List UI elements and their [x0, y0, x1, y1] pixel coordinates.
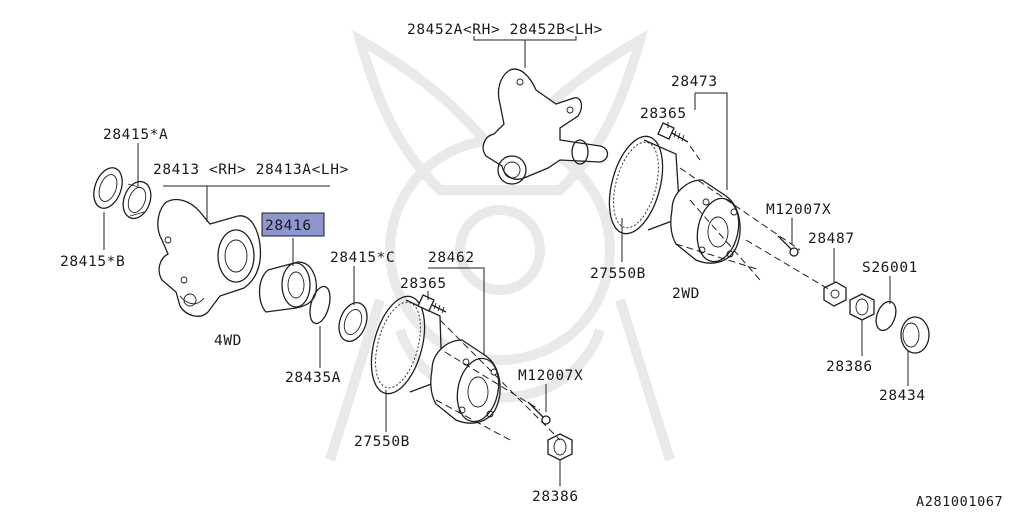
label-28452: 28452A<RH> 28452B<LH>: [407, 22, 603, 38]
label-2wd: 2WD: [672, 286, 700, 302]
label-28435A: 28435A: [285, 370, 341, 386]
seal-28415A: [122, 180, 152, 220]
hub-28473: [670, 179, 741, 264]
housing-28413: [157, 198, 262, 317]
axis-2wd: [675, 145, 831, 291]
label-27550B-top: 27550B: [590, 266, 646, 282]
seal-28415C: [338, 302, 368, 342]
ring-S26001: [875, 300, 897, 332]
axis-4wd: [435, 319, 561, 441]
screw-M12007X-bottom: [527, 401, 551, 425]
knuckle-28452: [482, 68, 609, 185]
label-28415B: 28415*B: [60, 254, 125, 270]
seal-28415B: [93, 167, 123, 209]
nut-28386-right: [849, 293, 875, 321]
screw-M12007X-top: [777, 235, 799, 257]
highlight-28416: [261, 212, 325, 237]
snap-ring-28435A: [309, 285, 331, 325]
label-28462: 28462: [428, 250, 475, 266]
label-28415A: 28415*A: [103, 127, 168, 143]
label-27550B-bottom: 27550B: [354, 434, 410, 450]
label-28386-right: 28386: [826, 359, 873, 375]
leader-lines: [103, 36, 909, 486]
label-M12007X-bottom: M12007X: [518, 368, 583, 384]
bolt-28365-top: [657, 122, 689, 143]
bolt-28365-middle: [417, 294, 447, 314]
label-28416: 28416: [265, 218, 312, 234]
label-28487: 28487: [808, 231, 855, 247]
label-28365-top: 28365: [640, 106, 687, 122]
label-28434: 28434: [879, 388, 926, 404]
label-S26001: S26001: [862, 260, 918, 276]
bearing-28416: [258, 261, 318, 313]
label-28473: 28473: [671, 74, 718, 90]
label-M12007X-top: M12007X: [766, 202, 831, 218]
nut-28386-bottom: [547, 433, 573, 461]
figure-id: A281001067: [916, 494, 1003, 510]
tone-wheel-27550B-top: [608, 135, 681, 235]
labels: 28452A<RH> 28452B<LH> 28473 28365 28415*…: [60, 22, 1003, 510]
label-28415C: 28415*C: [330, 250, 395, 266]
cap-28434: [900, 316, 930, 354]
label-4wd: 4WD: [214, 333, 242, 349]
label-28386-bottom: 28386: [532, 489, 579, 505]
label-28365-middle: 28365: [400, 276, 447, 292]
hub-28462: [430, 339, 501, 424]
washer-28487: [823, 281, 847, 307]
label-28413: 28413 <RH> 28413A<LH>: [153, 162, 349, 178]
